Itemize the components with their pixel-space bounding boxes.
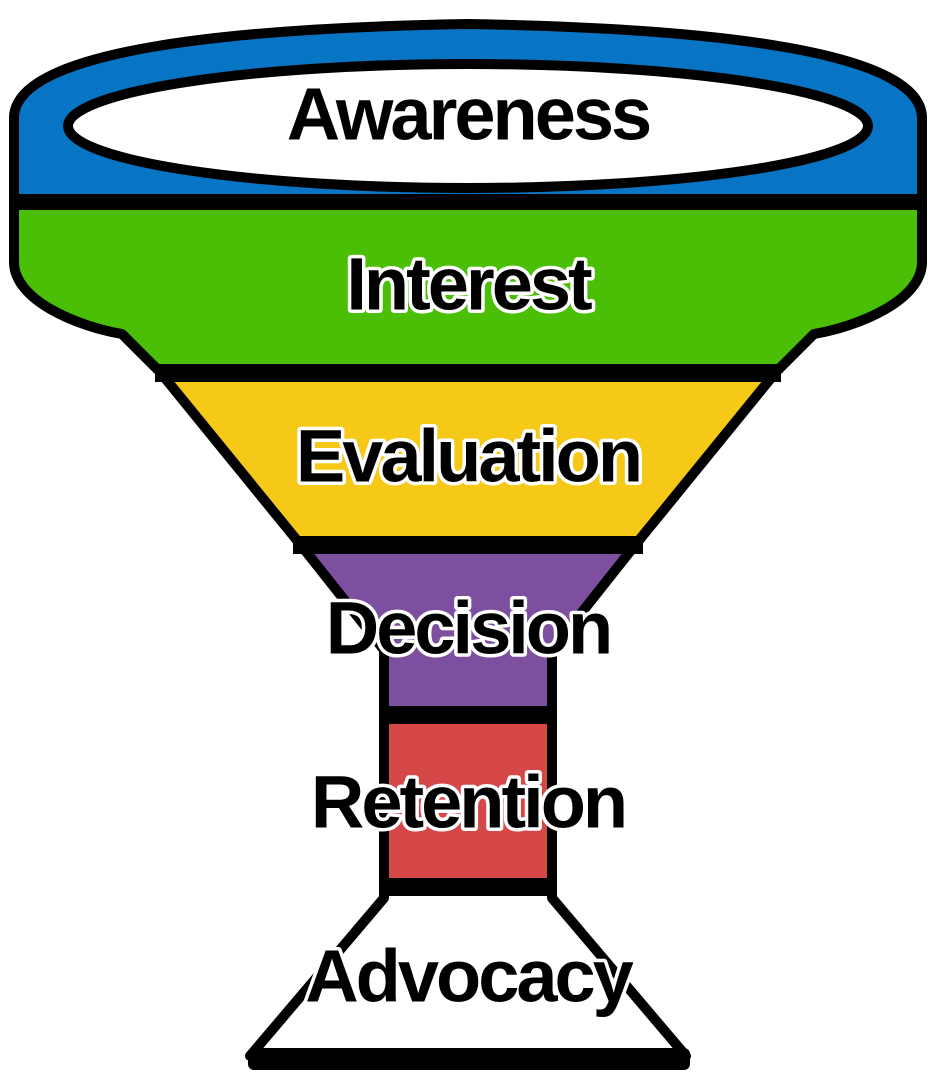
stage-label-decision: Decision <box>326 587 610 670</box>
funnel-base-bar <box>248 1048 690 1070</box>
stage-label-awareness: Awareness <box>287 73 650 156</box>
funnel-opening <box>63 59 873 193</box>
stage-awareness <box>9 19 927 205</box>
stage-label-interest: Interest <box>346 243 592 326</box>
divider <box>155 364 781 382</box>
stage-label-retention: Retention <box>311 761 625 844</box>
stage-label-evaluation: Evaluation <box>296 415 640 498</box>
divider <box>380 706 556 724</box>
stage-advocacy <box>245 881 691 1070</box>
stage-label-advocacy: Advocacy <box>305 935 633 1018</box>
divider <box>14 194 922 210</box>
divider <box>380 878 556 896</box>
divider <box>293 536 643 554</box>
